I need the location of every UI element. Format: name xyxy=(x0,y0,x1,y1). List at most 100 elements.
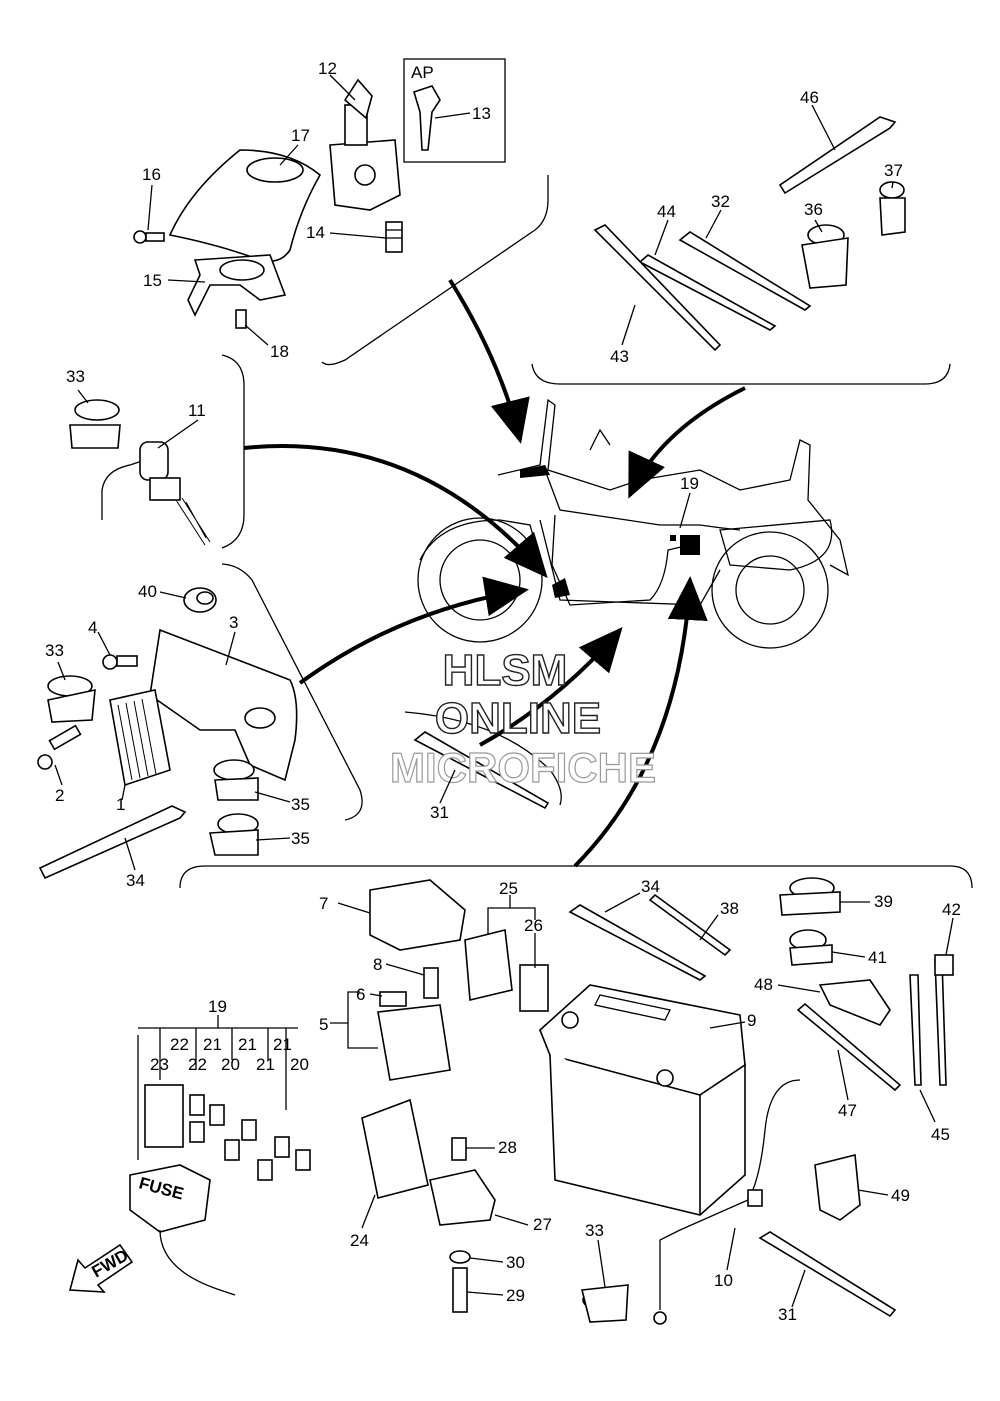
callout-11: 11 xyxy=(188,401,206,420)
callout-47: 47 xyxy=(838,1101,857,1120)
callout-28: 28 xyxy=(498,1138,517,1157)
part-41-clamp xyxy=(789,929,833,966)
part-33-clamp-c xyxy=(581,1284,629,1323)
part-40-grommet xyxy=(183,587,217,613)
part-27-bracket xyxy=(429,1169,496,1226)
part-24-relay xyxy=(361,1098,429,1199)
callout-31-b: 31 xyxy=(778,1305,797,1324)
callout-13: 13 xyxy=(472,104,491,123)
part-19-fuse-box xyxy=(129,1015,311,1296)
callout-49: 49 xyxy=(891,1186,910,1205)
part-25-connector xyxy=(464,929,513,1001)
part-39-clamp xyxy=(779,877,841,916)
callout-19-fuse: 19 xyxy=(208,997,227,1016)
callout-22-a: 22 xyxy=(170,1035,189,1054)
callout-12: 12 xyxy=(318,59,337,78)
fwd-arrow: FWD xyxy=(68,1243,134,1293)
callout-26: 26 xyxy=(524,916,543,935)
part-13-key-box xyxy=(403,58,506,163)
callout-32: 32 xyxy=(711,192,730,211)
part-1-rectifier xyxy=(109,689,171,787)
callout-7: 7 xyxy=(319,894,328,913)
cable-ties xyxy=(38,116,947,1318)
callout-46: 46 xyxy=(800,88,819,107)
callout-33-c: 33 xyxy=(585,1221,604,1240)
callout-48: 48 xyxy=(754,975,773,994)
callout-9: 9 xyxy=(747,1011,756,1030)
callout-4: 4 xyxy=(88,618,97,637)
part-11-switch xyxy=(101,441,211,546)
part-12-main-switch xyxy=(329,78,401,211)
callout-5: 5 xyxy=(319,1015,328,1034)
callout-41: 41 xyxy=(868,948,887,967)
callout-43: 43 xyxy=(610,347,629,366)
part-48-clamp xyxy=(818,979,891,1026)
callout-35-a: 35 xyxy=(291,795,310,814)
callout-44: 44 xyxy=(657,202,676,221)
part-8-bolt xyxy=(423,967,439,999)
part-36-clamp xyxy=(801,224,849,289)
callout-14: 14 xyxy=(306,223,325,242)
part-14-bolt xyxy=(385,221,403,253)
assembly-arrows xyxy=(243,278,746,868)
callout-34-a: 34 xyxy=(126,871,145,890)
callout-27: 27 xyxy=(533,1215,552,1234)
callout-33-a: 33 xyxy=(66,367,85,386)
part-2-bolt xyxy=(37,724,82,770)
part-42-tie xyxy=(934,954,954,976)
callout-39: 39 xyxy=(874,892,893,911)
part-18-screw xyxy=(235,309,247,329)
callout-31-a: 31 xyxy=(430,803,449,822)
callout-42: 42 xyxy=(942,900,961,919)
leader-lines xyxy=(54,74,954,1308)
part-26-connector xyxy=(519,964,549,1012)
part-33-clamp-a xyxy=(69,399,121,449)
callout-23: 23 xyxy=(150,1055,169,1074)
callout-21-d: 21 xyxy=(256,1055,275,1074)
callout-36: 36 xyxy=(804,200,823,219)
callout-2: 2 xyxy=(55,786,64,805)
part-17-cover xyxy=(168,149,322,263)
watermark: HLSM ONLINE MICROFICHE xyxy=(389,645,656,791)
callout-21-b: 21 xyxy=(238,1035,257,1054)
part-9-battery xyxy=(539,984,746,1216)
callout-40: 40 xyxy=(138,582,157,601)
callout-20-b: 20 xyxy=(290,1055,309,1074)
watermark-line3: MICROFICHE xyxy=(390,744,656,791)
part-30-washer xyxy=(449,1250,471,1264)
callout-18: 18 xyxy=(270,342,289,361)
part-49-clamp xyxy=(814,1153,861,1221)
part-28-collar xyxy=(451,1137,467,1161)
callout-8: 8 xyxy=(373,955,382,974)
callout-labels: 12 AP 13 17 16 15 14 18 46 37 32 44 36 4… xyxy=(45,59,961,1324)
callout-10: 10 xyxy=(714,1271,733,1290)
callout-21-a: 21 xyxy=(203,1035,222,1054)
callout-16: 16 xyxy=(142,165,161,184)
callout-19-bike: 19 xyxy=(680,474,699,493)
part-35-clamp-b xyxy=(209,813,259,856)
callout-22-b: 22 xyxy=(188,1055,207,1074)
callout-30: 30 xyxy=(506,1253,525,1272)
callout-24: 24 xyxy=(350,1231,369,1250)
part-7-cover xyxy=(369,879,466,951)
part-16-bolt xyxy=(133,230,165,244)
callout-17: 17 xyxy=(291,126,310,145)
part-15-bracket xyxy=(187,254,287,317)
callout-1: 1 xyxy=(116,795,125,814)
callout-29: 29 xyxy=(506,1286,525,1305)
watermark-line1: HLSM xyxy=(443,646,568,695)
callout-33-b: 33 xyxy=(45,641,64,660)
motorcycle-outline xyxy=(417,398,849,649)
callout-35-b: 35 xyxy=(291,829,310,848)
callout-25: 25 xyxy=(499,879,518,898)
callout-6: 6 xyxy=(356,985,365,1004)
callout-38: 38 xyxy=(720,899,739,918)
ap-label: AP xyxy=(411,63,434,82)
part-10-cable xyxy=(653,1079,801,1325)
part-35-clamp-a xyxy=(213,759,259,801)
callout-34-b: 34 xyxy=(641,877,660,896)
part-37-clamp xyxy=(879,181,906,236)
part-3-plate xyxy=(149,628,298,782)
